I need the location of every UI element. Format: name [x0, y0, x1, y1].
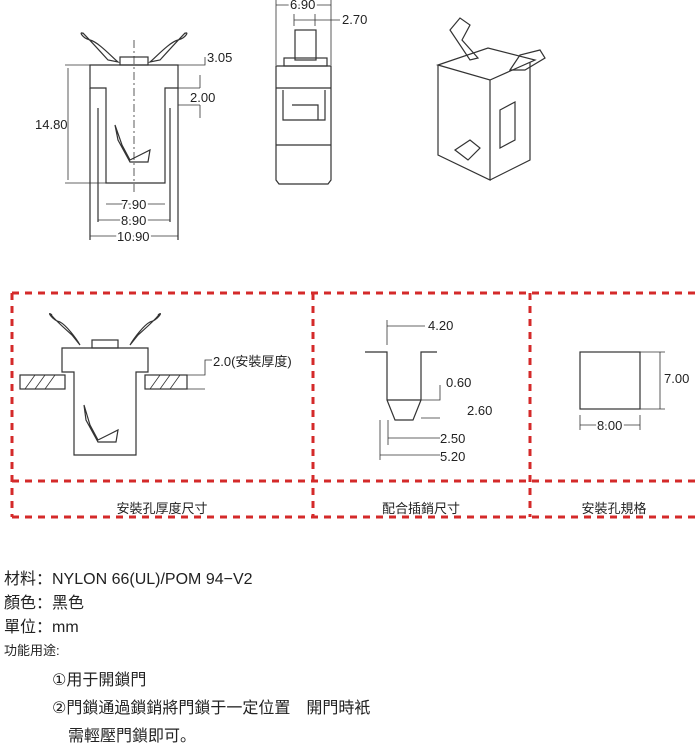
spec-material: 材料：NYLON 66(UL)/POM 94−V2	[4, 571, 253, 588]
dim-2-50: 2.50	[440, 431, 465, 446]
spec-function-title: 功能用途:	[4, 643, 60, 658]
dim-8-90: 8.90	[121, 213, 146, 228]
dim-2-60: 2.60	[467, 403, 492, 418]
dim-2-70: 2.70	[342, 12, 367, 27]
spec-function-1: ①用于開鎖門	[52, 672, 147, 689]
panel-pin-dimensions	[365, 320, 441, 460]
spec-color: 顏色：黑色	[4, 595, 85, 612]
dim-7-00: 7.00	[664, 371, 689, 386]
technical-drawing: 3.05 2.00 14.80 7.90 8.90 10.90 6.90 2.7…	[10, 0, 698, 519]
panel-3-label: 安裝孔規格	[581, 501, 646, 516]
isometric-view	[435, 17, 546, 181]
spec-function-2: ②門鎖通過鎖銷將門鎖于一定位置 開門時衹	[52, 700, 371, 717]
panel-2-label: 配合插銷尺寸	[382, 501, 460, 516]
dim-mount-thickness: 2.0(安裝厚度)	[213, 354, 292, 369]
spec-function-2b: 需輕壓門鎖即可。	[68, 728, 197, 745]
dim-6-90: 6.90	[290, 0, 315, 12]
dim-5-20: 5.20	[440, 449, 465, 464]
front-view	[65, 32, 206, 240]
dim-0-60: 0.60	[446, 375, 471, 390]
dashed-frame	[10, 291, 698, 519]
dim-3-05: 3.05	[207, 50, 232, 65]
dim-10-90: 10.90	[117, 229, 150, 244]
panel-mounting-thickness	[19, 313, 212, 456]
dim-4-20: 4.20	[428, 318, 453, 333]
dim-8-00: 8.00	[597, 418, 622, 433]
side-view	[275, 0, 340, 185]
panel-mounting-hole	[579, 351, 665, 430]
dim-7-90: 7.90	[121, 197, 146, 212]
dim-2-00: 2.00	[190, 90, 215, 105]
dim-14-80: 14.80	[35, 117, 68, 132]
panel-1-label: 安裝孔厚度尺寸	[116, 501, 207, 516]
spec-unit: 單位：mm	[4, 619, 79, 636]
